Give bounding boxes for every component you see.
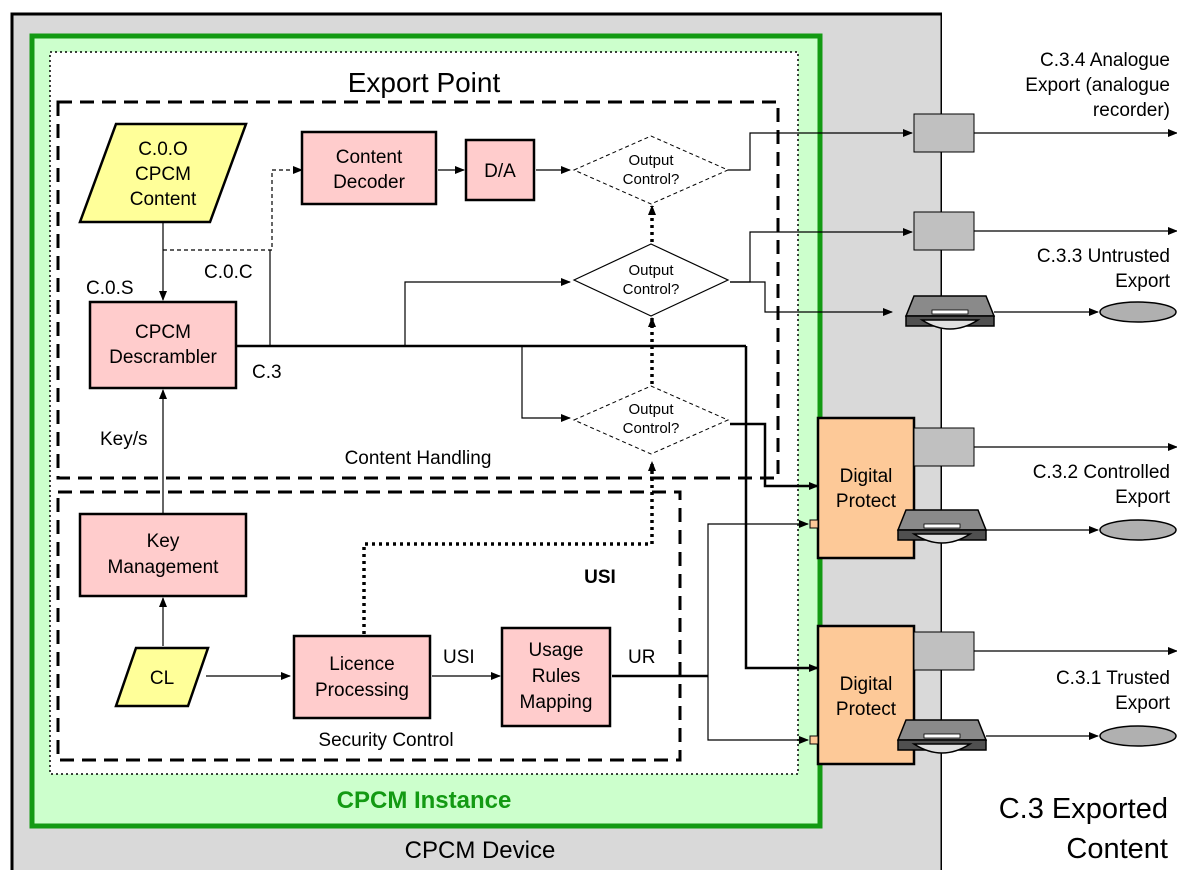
recorder-untrusted-icon [905, 295, 995, 330]
disc-untrusted-icon [1099, 301, 1177, 323]
edge-bus-dp2 [744, 346, 819, 672]
dp1-input-port [809, 519, 819, 529]
cpcm-device-label: CPCM Device [405, 837, 556, 864]
edge-label-keys: Key/s [100, 429, 148, 450]
node-da [464, 138, 536, 202]
edge-label-ur: UR [628, 647, 655, 668]
node-output-control-2 [572, 243, 730, 317]
node-licence-processing-line1: Licence [329, 654, 395, 675]
node-key-management-line1: Key [147, 531, 180, 552]
node-digital-protect-1 [816, 416, 916, 560]
node-cl-label: CL [150, 668, 174, 689]
edge-label-c0c: C.0.C [204, 262, 253, 283]
connector-untrusted [913, 211, 975, 251]
export-controlled-line2: Export [1115, 487, 1171, 508]
edge-c0c-dashed [163, 166, 303, 251]
node-digital-protect-1-line1: Digital [840, 466, 893, 487]
content-handling-label: Content Handling [345, 448, 492, 469]
edge-label-usi: USI [443, 647, 475, 668]
node-descrambler-line2: Descrambler [109, 347, 217, 368]
node-cl [114, 646, 210, 708]
connector-analogue [913, 113, 975, 153]
export-analogue-line1: C.3.4 Analogue [1040, 50, 1170, 71]
export-analogue-line2: Export (analogue [1025, 75, 1170, 96]
node-output-control-1-line1: Output [628, 152, 674, 169]
node-cpcm-content-line3: Content [130, 189, 197, 210]
node-digital-protect-2-line2: Protect [836, 699, 897, 720]
content-handling-region [56, 100, 780, 480]
edge-usi-dotted [362, 461, 656, 634]
node-digital-protect-1-line2: Protect [836, 491, 897, 512]
exported-content-area [942, 0, 1177, 870]
exported-content-line1: C.3 Exported [999, 793, 1168, 825]
node-usage-rules-line2: Rules [532, 666, 581, 687]
node-content-decoder-line2: Decoder [333, 172, 405, 193]
edge-oc1-analogue [728, 129, 913, 171]
export-untrusted-line2: Export [1115, 271, 1171, 292]
node-content-decoder [300, 130, 438, 206]
edge-ur-dp2 [707, 676, 809, 744]
node-output-control-3 [572, 385, 730, 455]
security-control-region [56, 490, 682, 762]
node-da-label: D/A [484, 161, 516, 182]
disc-trusted-icon [1099, 725, 1177, 747]
export-trusted-line1: C.3.1 Trusted [1056, 668, 1170, 689]
edge-bus-oc2 [404, 278, 571, 346]
node-cpcm-content-line2: CPCM [135, 164, 191, 185]
edge-bus-oc3 [521, 346, 571, 422]
recorder-trusted-icon [897, 719, 987, 754]
node-descrambler-line1: CPCM [135, 322, 191, 343]
node-output-control-3-line2: Control? [623, 420, 680, 437]
edge-oc3-dp1 [730, 422, 819, 490]
node-content-decoder-line1: Content [336, 147, 403, 168]
node-output-control-1 [572, 135, 730, 205]
export-trusted-line2: Export [1115, 693, 1171, 714]
usi-region-label: USI [584, 567, 616, 588]
node-cpcm-content [78, 122, 248, 224]
export-untrusted-line1: C.3.3 Untrusted [1037, 246, 1170, 267]
edge-label-c3: C.3 [252, 362, 282, 383]
connector-controlled [913, 427, 975, 467]
security-control-label: Security Control [318, 730, 453, 751]
export-point-title: Export Point [348, 67, 501, 98]
node-cpcm-descrambler [88, 300, 238, 390]
dp2-input-port [809, 735, 819, 745]
node-licence-processing [292, 634, 432, 720]
node-usage-rules-line1: Usage [529, 640, 584, 661]
connector-trusted [913, 631, 975, 671]
node-output-control-1-line2: Control? [623, 171, 680, 188]
node-output-control-2-line2: Control? [623, 281, 680, 298]
node-digital-protect-2-line1: Digital [840, 674, 893, 695]
exported-content-line2: Content [1066, 833, 1168, 865]
node-cpcm-content-line1: C.0.O [138, 139, 188, 160]
disc-controlled-icon [1099, 519, 1177, 541]
node-usage-rules-mapping [500, 626, 612, 728]
edge-label-c0s: C.0.S [86, 278, 134, 299]
node-licence-processing-line2: Processing [315, 680, 409, 701]
node-output-control-3-line1: Output [628, 401, 674, 418]
node-usage-rules-line3: Mapping [520, 692, 593, 713]
node-key-management [78, 512, 248, 598]
export-analogue-line3: recorder) [1093, 100, 1170, 121]
export-controlled-line1: C.3.2 Controlled [1033, 462, 1170, 483]
recorder-controlled-icon [897, 509, 987, 544]
edge-oc2-untrusted-recorder [730, 281, 893, 316]
edge-ur-dp1 [707, 520, 809, 676]
node-key-management-line2: Management [108, 557, 220, 578]
cpcm-instance-label: CPCM Instance [337, 787, 512, 814]
node-output-control-2-line1: Output [628, 262, 674, 279]
